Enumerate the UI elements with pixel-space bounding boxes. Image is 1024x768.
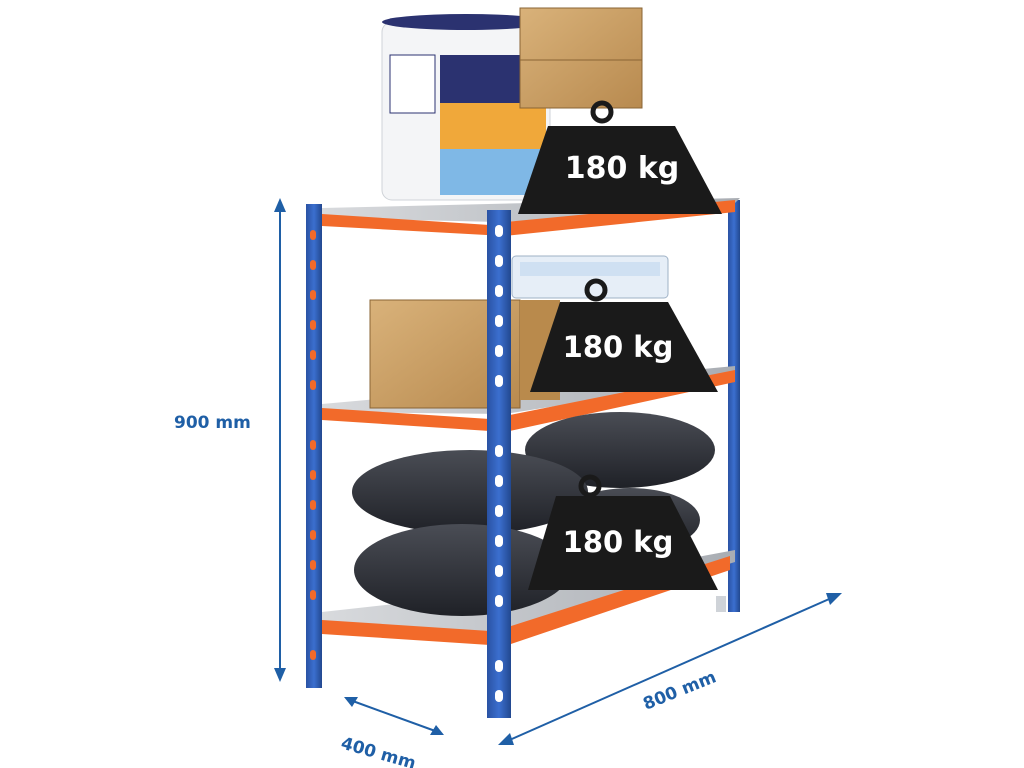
height-label: 900 mm xyxy=(174,413,251,433)
weight-label-bottom: 180 kg xyxy=(563,525,674,559)
weight-label-top: 180 kg xyxy=(565,151,680,186)
width-dimension xyxy=(498,593,842,745)
upright-back-right xyxy=(728,200,740,612)
height-dimension xyxy=(274,198,286,682)
depth-label: 400 mm xyxy=(339,734,418,768)
depth-dimension xyxy=(344,697,444,735)
weight-block-top: 180 kg xyxy=(518,100,722,214)
beam-bottom-front xyxy=(322,620,505,646)
upright-front-right xyxy=(487,210,511,718)
plastic-container xyxy=(511,255,669,299)
weight-label-middle: 180 kg xyxy=(563,330,674,364)
beam-top-front xyxy=(322,214,505,236)
cardboard-box-top xyxy=(519,7,643,109)
width-label: 800 mm xyxy=(640,667,719,714)
foot-back-right xyxy=(716,596,726,612)
weight-block-middle: 180 kg xyxy=(530,278,718,392)
weight-block-bottom: 180 kg xyxy=(528,474,718,590)
beam-middle-front xyxy=(322,408,505,432)
upright-front-left xyxy=(306,204,322,688)
